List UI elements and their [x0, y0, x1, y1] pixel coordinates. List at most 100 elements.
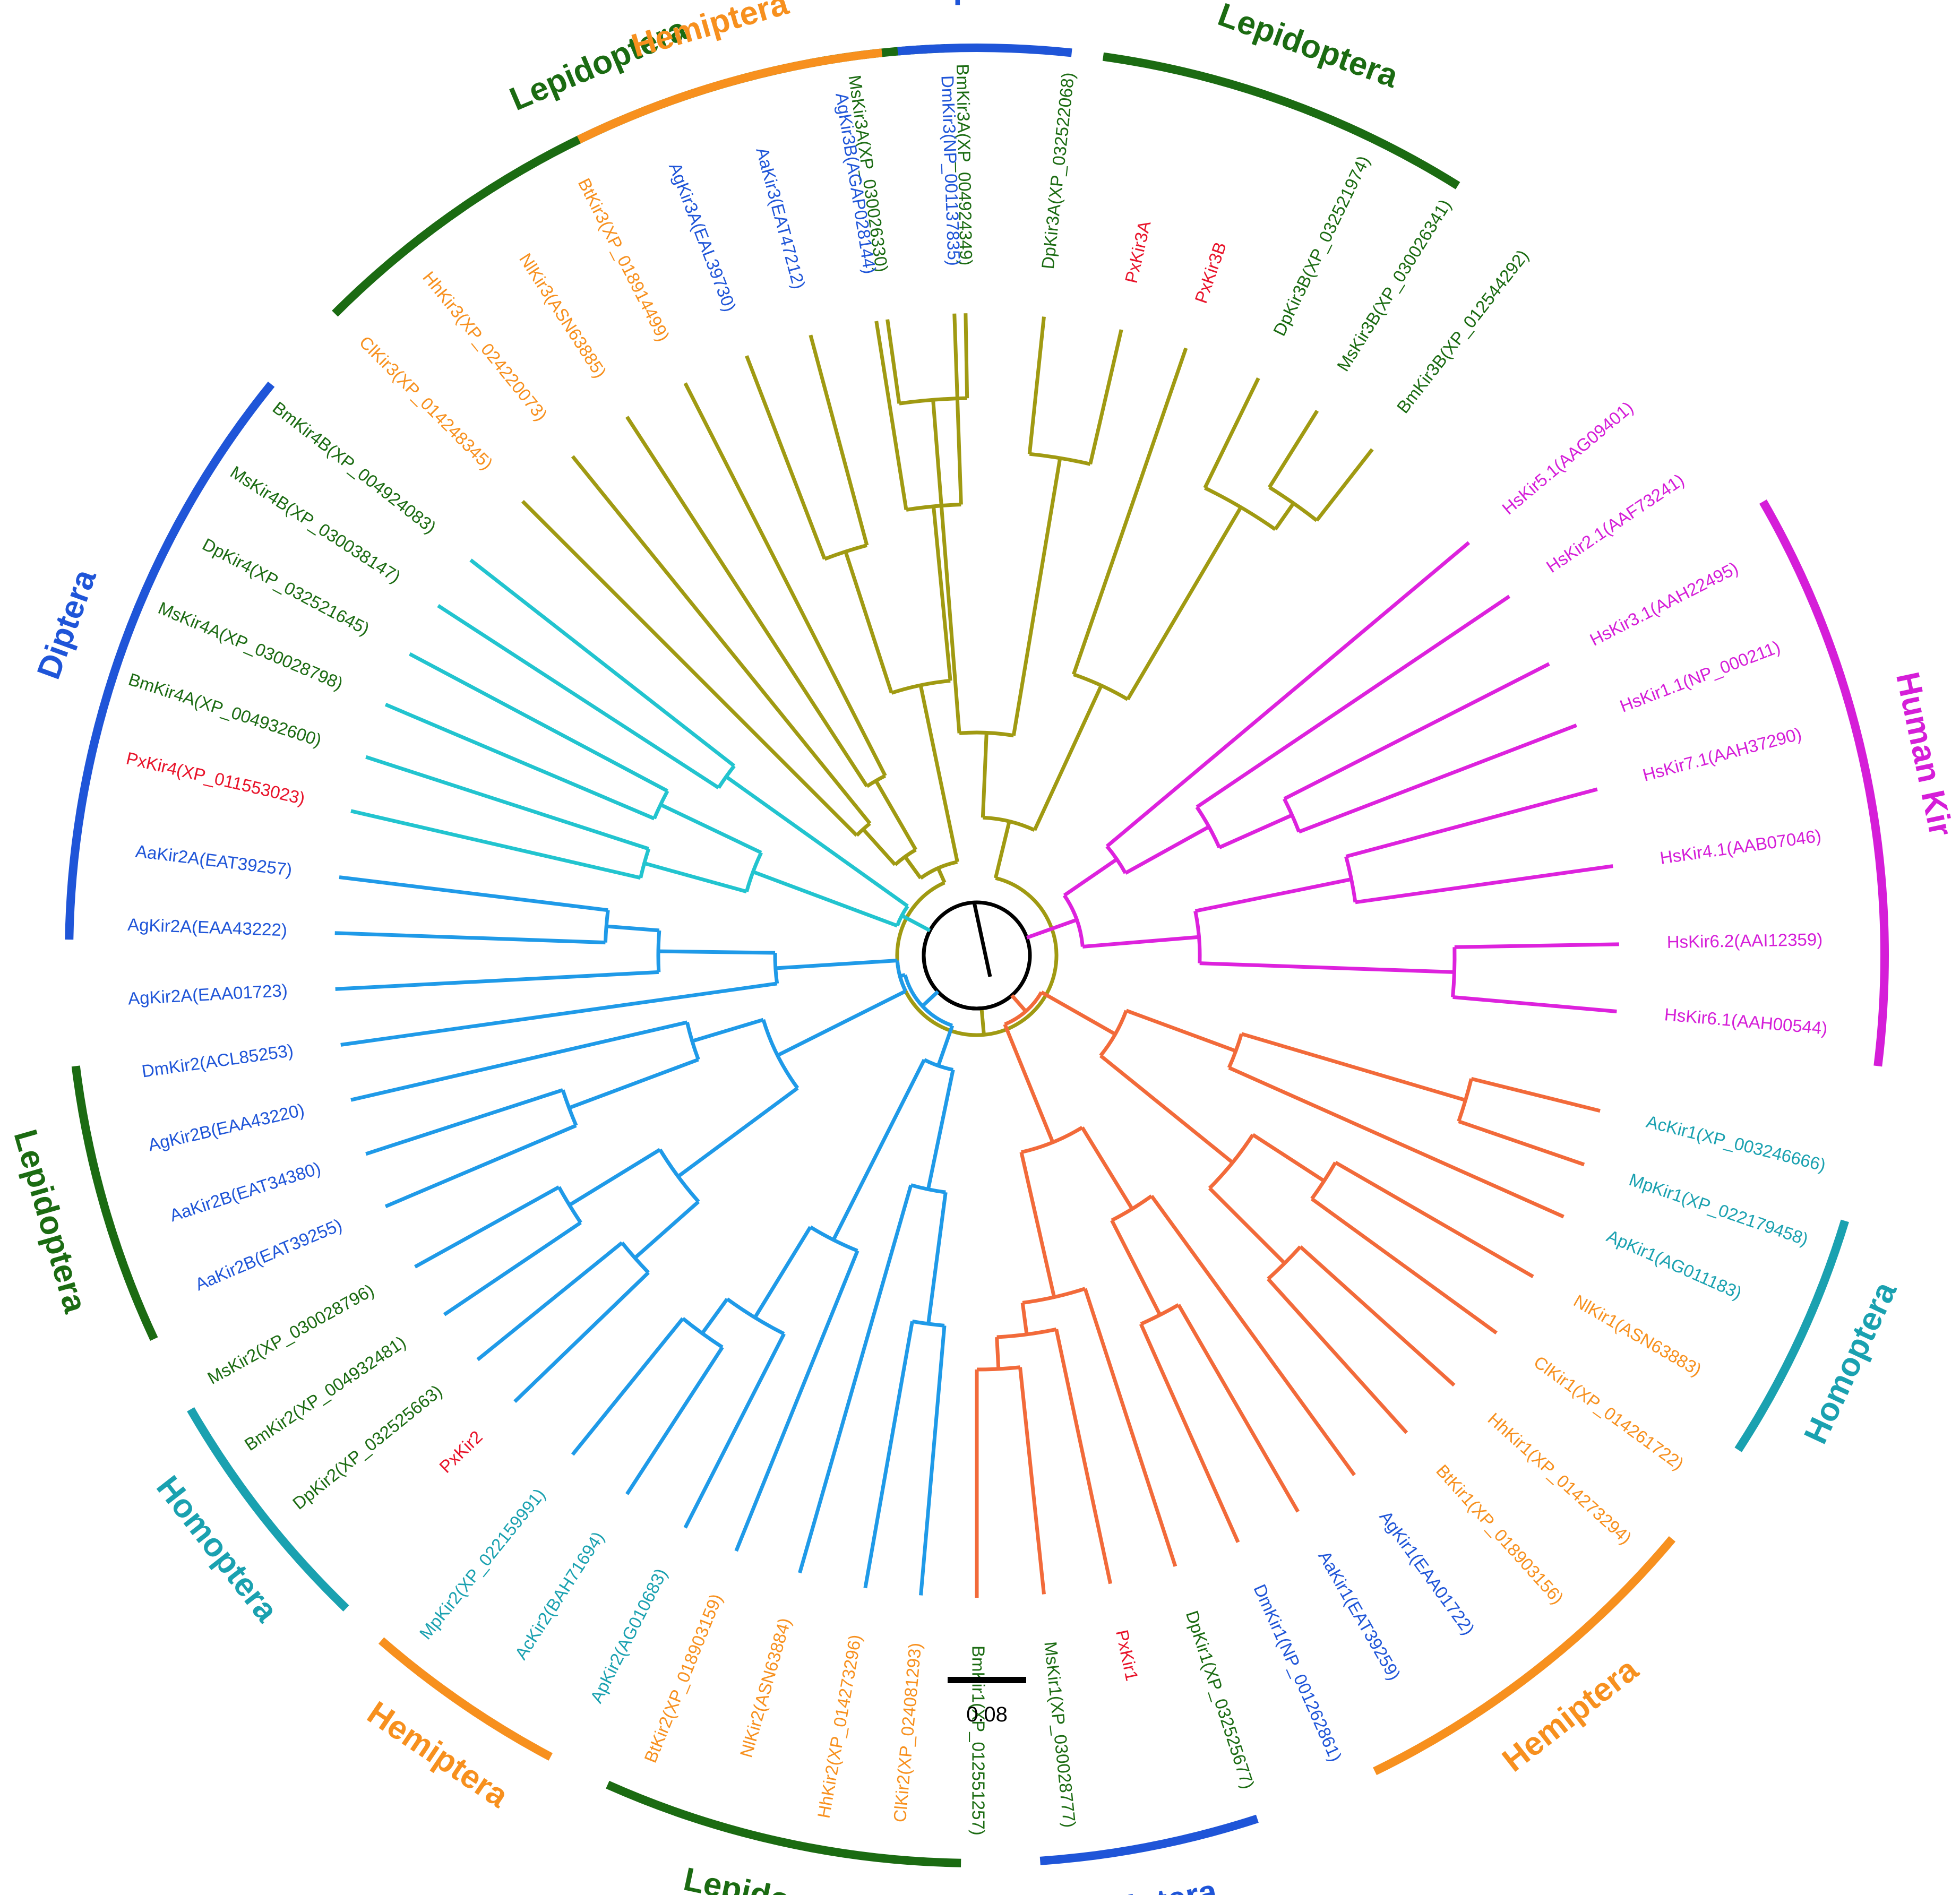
- branch-stem: [899, 973, 906, 978]
- branch-stem: [1110, 1219, 1162, 1316]
- leaf-hskir3-1-aah22495: HsKir3.1(AAH22495): [1587, 558, 1741, 650]
- branch-stem: [1026, 918, 1078, 940]
- group-arc-lepidoptera: [71, 1065, 158, 1341]
- group-arc-hemiptera: [1373, 1536, 1676, 1776]
- branch-stem: [568, 1057, 699, 1110]
- group-label-lepidoptera: Lepidoptera: [681, 1861, 873, 1895]
- branch-leaf-35: [625, 1346, 724, 1495]
- leaf-nlkir3-asn63885: NlKir3(ASN63885): [515, 249, 611, 381]
- leaf-agkir3a-eal39730: AgKir3A(EAL39730): [665, 160, 740, 314]
- branch-leaf-4: [1072, 347, 1188, 675]
- leaf-hhkir2-xp-014273296: HhKir2(XP_014273296): [813, 1633, 865, 1820]
- branch-stem: [918, 685, 959, 863]
- leaf-hskir1-1-np-000211: HsKir1.1(NP_000211): [1617, 636, 1783, 716]
- branch-leaf-57: [683, 382, 887, 777]
- branch-stem: [903, 855, 923, 880]
- leaf-dmkir1-np-001262861: DmKir1(NP_001262861): [1250, 1581, 1346, 1764]
- leaf-hskir5-1-aag09401: HsKir5.1(AAG09401): [1498, 398, 1637, 519]
- leaf-aakir2a-eat39257: AaKir2A(EAT39257): [134, 841, 293, 880]
- branch-stem: [1010, 994, 1027, 1013]
- branch-leaf-6: [1268, 410, 1319, 488]
- branch-stem: [1124, 825, 1210, 875]
- branch-leaf-52: [437, 604, 720, 790]
- branch-leaf-11: [1298, 723, 1577, 834]
- leaf-agkir2a-eaa01723: AgKir2A(EAA01723): [127, 980, 288, 1009]
- branch-leaf-58: [745, 355, 827, 560]
- leaf-dpkir3a-xp-032522068: DpKir3A(XP_032522068): [1038, 72, 1078, 270]
- leaf-btkir2-xp-018903159: BtKir2(XP_018903159): [640, 1591, 726, 1765]
- branch-leaf-12: [1345, 787, 1598, 859]
- branch-stem: [1125, 1009, 1237, 1053]
- leaf-pxkir4-xp-011553023: PxKir4(XP_011553023): [124, 748, 307, 808]
- branch-stem: [1194, 877, 1352, 913]
- leaf-bmkir1-xp-012551257: BmKir1(XP_012551257): [968, 1646, 988, 1836]
- branch-arc: [658, 1148, 700, 1203]
- group-arc-hemiptera: [577, 48, 883, 144]
- group-label-hemiptera: Hemiptera: [1495, 1651, 1645, 1779]
- branch-leaf-21: [1299, 1245, 1456, 1387]
- branch-leaf-10: [1283, 662, 1550, 801]
- branch-stem: [568, 1148, 661, 1207]
- branch-leaf-25: [1139, 1323, 1240, 1543]
- branch-stem: [1080, 1126, 1134, 1210]
- group-arc-diptera: [897, 44, 1072, 57]
- branch-leaf-39: [443, 1221, 582, 1316]
- branch-stem: [700, 1298, 729, 1334]
- branch-stem: [981, 733, 988, 818]
- branch-stem: [1019, 1151, 1056, 1298]
- branch-leaf-32: [798, 1184, 913, 1574]
- branch-leaf-23: [1150, 1194, 1356, 1476]
- leaf-dpkir3b-xp-032521974: DpKir3B(XP_032521974): [1269, 153, 1374, 339]
- group-label-diptera: Diptera: [30, 564, 104, 684]
- group-arc-hemiptera: [378, 1637, 553, 1761]
- group-label-diptera: Diptera: [920, 0, 1034, 5]
- branch-leaf-60: [874, 321, 908, 511]
- leaf-hskir6-1-aah00544: HsKir6.1(AAH00544): [1664, 1004, 1828, 1038]
- group-arc-lepidoptera: [1102, 52, 1460, 190]
- group-arc-homoptera: [187, 1407, 349, 1612]
- branch-stem: [775, 958, 898, 970]
- branch-stem: [1241, 1032, 1466, 1102]
- branch-leaf-30: [919, 1325, 947, 1596]
- branch-leaf-38: [476, 1241, 623, 1362]
- group-label-lepidoptera: Lepidoptera: [6, 1125, 93, 1317]
- branch-stem: [643, 861, 747, 894]
- branch-arc: [936, 990, 1013, 1011]
- branch-stem: [677, 1087, 799, 1178]
- branch-leaf-8: [1105, 541, 1471, 848]
- branch-stem: [1040, 990, 1116, 1036]
- group-arc-diptera: [65, 381, 275, 940]
- branch-stem: [926, 1192, 948, 1324]
- leaf-nlkir2-asn63884: NlKir2(ASN63884): [736, 1616, 794, 1760]
- branch-leaf-5: [1203, 377, 1260, 489]
- leaf-pxkir1: PxKir1: [1112, 1628, 1142, 1683]
- branch-leaf-42: [365, 1088, 564, 1156]
- branch-arc: [891, 678, 951, 695]
- group-arc-human-kir: [1759, 499, 1889, 1067]
- branch-leaf-27: [1054, 1329, 1112, 1584]
- branch-leaf-40: [414, 1185, 560, 1269]
- branch-stem: [979, 1008, 986, 1035]
- branch-stem: [1126, 506, 1243, 701]
- leaf-dmkir2-acl85253: DmKir2(ACL85253): [141, 1040, 295, 1081]
- branch-stem: [844, 551, 893, 694]
- branch-leaf-48: [350, 809, 641, 880]
- branch-leaf-1: [964, 313, 969, 399]
- branch-stem: [1011, 458, 1062, 736]
- group-label-diptera: Diptera: [1102, 1873, 1220, 1895]
- leaf-apkir2-ag010683: ApKir2(AG010683): [586, 1565, 671, 1706]
- branch-stem: [1218, 813, 1293, 849]
- branch-leaf-45: [335, 970, 659, 991]
- branch-stem: [633, 1200, 700, 1260]
- branch-arc: [996, 1327, 1057, 1339]
- root-branch: [972, 902, 992, 977]
- leaf-hskir2-1-aaf73241: HsKir2.1(AAF73241): [1543, 470, 1688, 576]
- leaf-mpkir2-xp-022159991: MpKir2(XP_022159991): [416, 1485, 549, 1643]
- branch-stem: [725, 775, 909, 908]
- branch-leaf-15: [1452, 995, 1617, 1013]
- branch-stem: [659, 803, 762, 855]
- branch-stem: [1063, 857, 1118, 897]
- branch-stem: [931, 399, 961, 734]
- branch-stem: [921, 990, 940, 1007]
